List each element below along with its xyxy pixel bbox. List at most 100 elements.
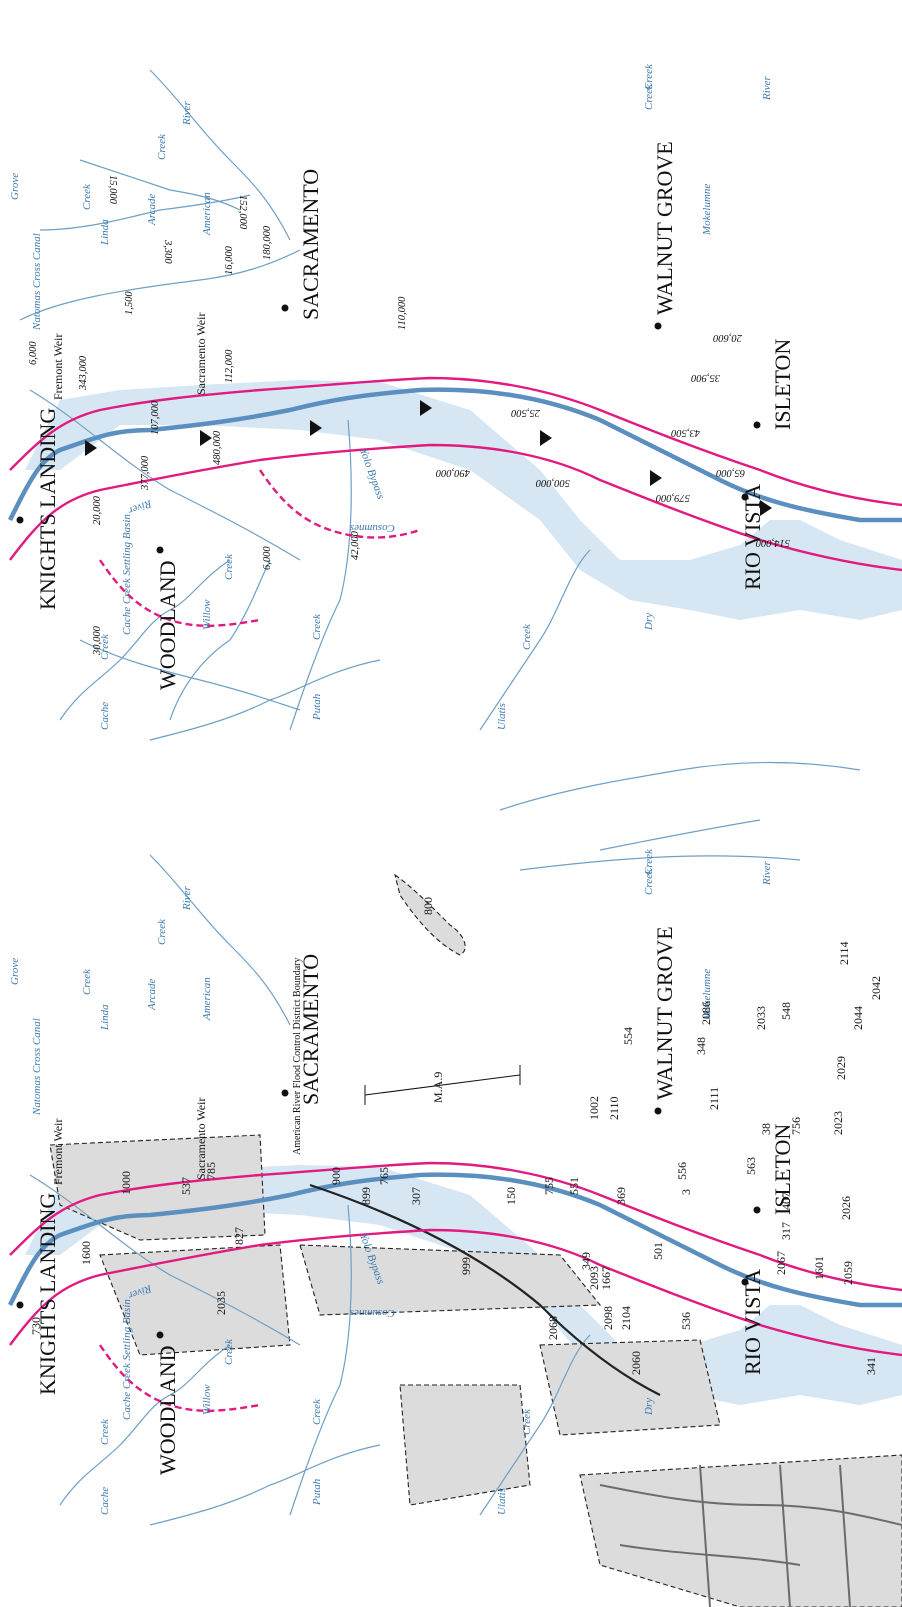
bottom-waterway-label: Grove — [9, 958, 21, 985]
top-cache-creek — [59, 559, 231, 721]
top-city-isleton: ISLETON — [770, 339, 795, 430]
bottom-waterway-label: Creek — [521, 1408, 533, 1435]
top-yolo-bypass-area — [25, 380, 902, 620]
top-waterway-label: Yolo Bypass — [357, 447, 386, 501]
flow-value: 35,900 — [690, 372, 721, 383]
top-waterway-label: Cache Creek Settling Basin — [121, 514, 133, 635]
top-waterway-label: Creek — [99, 633, 111, 660]
bottom-city-walnut-grove: WALNUT GROVE — [652, 926, 677, 1100]
district-number: 3 — [679, 1189, 693, 1195]
top-fremont-weir-flow: 343,000 — [78, 355, 89, 391]
top-levee-east — [9, 443, 902, 572]
district-number: 765 — [377, 1167, 391, 1185]
district-number: 2060 — [629, 1351, 643, 1375]
top-dot-walnut-grove — [654, 322, 662, 330]
top-sacramento-weir-flow: 112,000 — [224, 349, 235, 383]
district-number: 730 — [29, 1317, 43, 1335]
bottom-waterway-label: Creek — [311, 1398, 323, 1425]
top-waterway-label: Cosumnes — [350, 522, 395, 534]
bottom-flood-district-boundary: American River Flood Control District Bo… — [292, 958, 303, 1155]
district-number: 2042 — [869, 976, 883, 1000]
bottom-levee-west — [9, 1161, 902, 1292]
district-number: 2044 — [851, 1006, 865, 1030]
bottom-city-woodland: WOODLAND — [155, 1345, 180, 1475]
district-number: 2114 — [837, 941, 851, 965]
bottom-dot-woodland — [156, 1331, 164, 1339]
bottom-dot-knights-landing — [16, 1301, 24, 1309]
bottom-city-sacramento: SACRAMENTO — [298, 954, 323, 1105]
flow-value: 152,000 — [237, 195, 248, 230]
district-number: 349 — [579, 1252, 593, 1270]
top-delta-channels — [499, 761, 861, 871]
top-ulatis-creek — [479, 549, 591, 731]
top-city-woodland: WOODLAND — [155, 560, 180, 690]
district-number: 554 — [621, 1027, 635, 1045]
top-waterway-label: Putah — [311, 693, 323, 721]
bottom-waterway-label: Creek — [643, 848, 655, 875]
district-number: 2068 — [546, 1316, 560, 1340]
bottom-waterway-label: Cache Creek Settling Basin — [121, 1299, 133, 1420]
bottom-city-knights-landing: KNIGHTS LANDING — [35, 1193, 60, 1395]
top-waterway-label: Linda — [99, 219, 111, 246]
top-waterway-label: Creek — [156, 133, 168, 160]
district-number: 2098 — [601, 1306, 615, 1330]
top-arcade-creek — [79, 159, 241, 211]
bottom-waterway-label: Ulatis — [496, 1488, 508, 1515]
bottom-dot-sacramento — [281, 1089, 289, 1097]
district-number: 551 — [567, 1177, 581, 1195]
district-number: 1000 — [119, 1171, 133, 1195]
flow-value: 3,300 — [162, 239, 173, 264]
flow-value: 377,000 — [140, 455, 151, 491]
flow-value: 480,000 — [212, 430, 223, 465]
bottom-waterway-label: Cosumnes — [350, 1307, 395, 1319]
top-waterway-label: Dry — [643, 613, 655, 631]
bottom-waterway-label: Arcade — [146, 979, 158, 1011]
flow-value: 65,000 — [715, 467, 745, 478]
district-delta-area — [579, 1454, 902, 1607]
bottom-waterway-label: Creek — [99, 1418, 111, 1445]
bottom-waterway-label: Mokelumne — [701, 969, 713, 1021]
top-city-walnut-grove: WALNUT GROVE — [652, 141, 677, 315]
top-waterway-label: Creek — [521, 623, 533, 650]
bottom-waterway-label: American — [201, 977, 213, 1021]
district-number: 2067 — [774, 1251, 788, 1275]
flow-value: 25,500 — [510, 407, 540, 418]
top-mokelumne-river — [149, 659, 381, 741]
bottom-city-isleton: ISLETON — [770, 1124, 795, 1215]
district-number: 2086 — [699, 1001, 713, 1025]
bottom-waterway-label: Cache — [99, 1487, 111, 1515]
top-dot-knights-landing — [16, 516, 24, 524]
district-800-area — [394, 873, 466, 956]
bottom-dot-rio-vista — [741, 1278, 749, 1286]
district-number: 341 — [864, 1357, 878, 1375]
bottom-waterway-label: Linda — [99, 1004, 111, 1031]
flow-value: 30,000 — [92, 625, 103, 656]
top-waterway-label: Mokelumne — [701, 184, 713, 236]
district-number: 548 — [779, 1002, 793, 1020]
flow-value: 180,000 — [262, 225, 273, 260]
district-number: 756 — [789, 1117, 803, 1135]
district-number: 1601 — [812, 1256, 826, 1280]
district-number: 307 — [409, 1187, 423, 1205]
district-number: 2111 — [707, 1087, 721, 1110]
district-number: 556 — [675, 1162, 689, 1180]
district-number: 2023 — [831, 1111, 845, 1135]
top-dot-rio-vista — [741, 493, 749, 501]
bottom-bypass-levee-line — [309, 1183, 661, 1396]
bottom-city-rio-vista: RIO VISTA — [740, 1269, 765, 1375]
bottom-waterway-label: Creek — [156, 918, 168, 945]
bottom-sacramento-weir: Sacramento Weir — [194, 1098, 208, 1180]
flow-value: 110,000 — [397, 296, 408, 330]
flow-value: 16,000 — [224, 245, 235, 275]
flow-value: 6,000 — [262, 546, 273, 570]
district-number: 2104 — [619, 1306, 633, 1330]
district-number: 563 — [744, 1157, 758, 1175]
district-number: 900 — [329, 1167, 343, 1185]
bottom-waterway-label: River — [761, 860, 773, 886]
top-levee-west — [9, 376, 902, 507]
flow-value: 42,000 — [350, 530, 361, 560]
district-number: 899 — [359, 1187, 373, 1205]
bottom-dot-isleton — [753, 1206, 761, 1214]
flow-value: 15,000 — [107, 175, 118, 205]
